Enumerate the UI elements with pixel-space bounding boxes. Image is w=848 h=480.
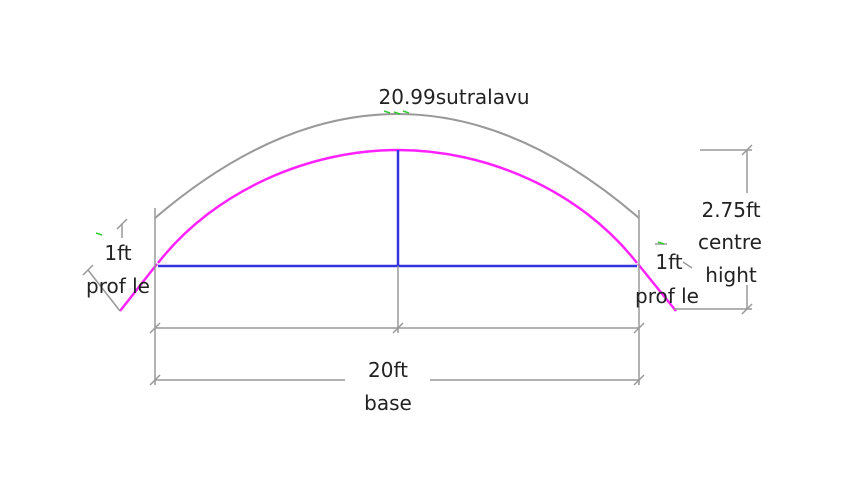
- arc-length-green-mark: [383, 110, 410, 115]
- arc-length-label: 20.99sutralavu: [379, 85, 530, 109]
- extension-lines: [154, 149, 752, 385]
- base-word: base: [364, 391, 412, 415]
- height-dimension: [741, 144, 753, 315]
- right-profile-word: prof le: [635, 284, 699, 308]
- right-profile-green-mark: [657, 241, 665, 245]
- arc-length-dimension-line: [154, 113, 640, 219]
- half-span-dimension: [149, 322, 645, 334]
- base-value: 20ft: [368, 358, 408, 382]
- left-profile-dimension: [82, 218, 128, 312]
- left-profile-value: 1ft: [104, 241, 131, 265]
- height-value: 2.75ft: [701, 198, 760, 222]
- height-word-hight: hight: [705, 263, 757, 287]
- right-profile-value: 1ft: [655, 250, 682, 274]
- left-profile-green-mark: [95, 232, 103, 236]
- height-word-centre: centre: [698, 230, 762, 254]
- left-profile-word: prof le: [86, 274, 150, 298]
- right-profile-stub: [637, 263, 677, 312]
- base-dimension: [149, 374, 645, 386]
- right-profile-dimension: [655, 243, 693, 269]
- left-profile-stub: [119, 263, 158, 312]
